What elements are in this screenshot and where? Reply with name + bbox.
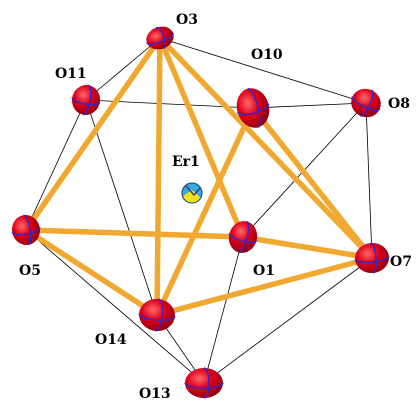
bond-o8-o7 <box>365 102 373 259</box>
bond-o5-o13 <box>25 229 205 384</box>
bond-o3-o5 <box>23 35 163 233</box>
bond-o3-o1 <box>157 35 246 240</box>
bond-o5-o14 <box>23 227 160 318</box>
bond-o1-o13 <box>203 236 244 384</box>
atom-o7 <box>354 242 390 274</box>
atom-o14 <box>138 298 176 332</box>
atom-o1 <box>228 220 258 254</box>
atom-o5 <box>11 214 41 246</box>
bond-o5-o1 <box>23 227 246 240</box>
thick-bonds <box>23 35 375 318</box>
bond-o7-o13 <box>203 257 373 384</box>
bond-o14-o7 <box>154 255 375 318</box>
label-o1: O1 <box>253 263 275 279</box>
atom-o13 <box>184 367 224 399</box>
label-er1: Er1 <box>172 154 200 170</box>
bond-o3-o8 <box>159 37 367 104</box>
label-o11: O11 <box>55 66 87 82</box>
label-o3: O3 <box>176 12 198 28</box>
bond-o1-o7 <box>240 234 375 261</box>
bond-o3-o11 <box>85 37 161 101</box>
label-o10: O10 <box>251 47 283 63</box>
bond-o11-o5 <box>25 99 87 231</box>
atom-o3 <box>146 26 174 50</box>
atom-o10 <box>236 87 270 128</box>
label-o13: O13 <box>139 386 171 402</box>
atom-er1 <box>181 182 203 204</box>
label-o7: O7 <box>390 254 412 270</box>
bond-o10-o8 <box>252 102 367 109</box>
label-o14: O14 <box>95 332 127 348</box>
atom-o11 <box>71 84 101 116</box>
bond-o10-o7 <box>250 105 375 261</box>
bond-o10-o14 <box>154 105 256 318</box>
bond-o3-o7 <box>157 35 375 261</box>
label-o8: O8 <box>388 96 410 112</box>
atom-o8 <box>351 88 381 118</box>
bond-o3-o14 <box>154 35 163 318</box>
label-o5: O5 <box>19 263 41 279</box>
bond-o11-o14 <box>85 99 158 316</box>
